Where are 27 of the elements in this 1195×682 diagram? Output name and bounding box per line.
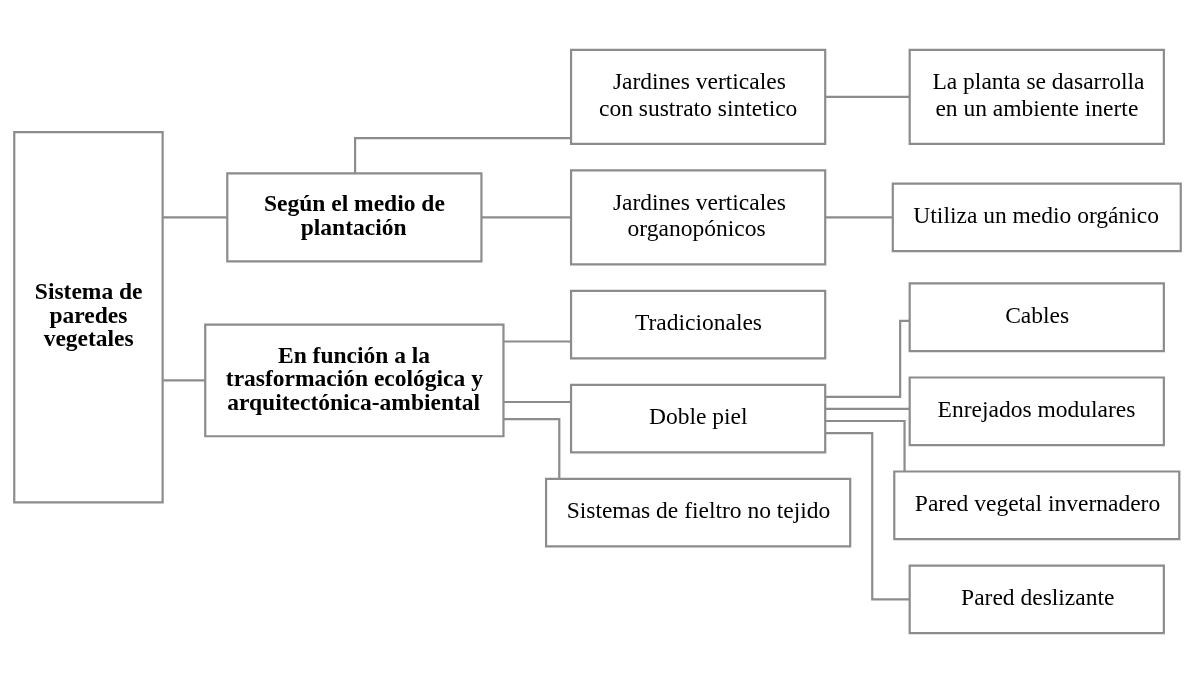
node-box: Pared vegetal invernadero: [893, 469, 1181, 540]
connector: [503, 417, 561, 478]
node-box: Enrejados modulares: [908, 375, 1165, 446]
node-box: Doble piel: [569, 383, 827, 454]
node-box: Según el medio de plantación: [226, 171, 483, 263]
node-box: La planta se dasarrolla en un ambiente inerte: [908, 48, 1165, 145]
connector: [163, 215, 227, 218]
node-box: Jardines verticales organopónicos: [569, 168, 827, 265]
node-box: Pared deslizante: [908, 563, 1165, 634]
connector: [825, 431, 910, 600]
node-box: Jardines verticales con sustrato sintetico: [569, 48, 827, 145]
node-box: Utiliza un medio orgánico: [891, 181, 1182, 252]
connector: [503, 339, 572, 343]
connector: [825, 319, 910, 398]
connector: [163, 378, 205, 382]
node-box: Sistema de paredes vegetales: [13, 130, 164, 503]
connector: [503, 400, 572, 403]
connector: [354, 136, 571, 173]
node-box: Cables: [908, 281, 1165, 352]
connector: [825, 419, 906, 471]
node-box: Tradicionales: [569, 289, 827, 359]
connector: [825, 95, 910, 98]
connector: [825, 407, 910, 410]
node-box: En función a la trasformación ecológica y arquitectónica-ambiental: [204, 323, 505, 437]
connector: [825, 215, 893, 218]
connector: [481, 215, 571, 218]
node-box: Sistemas de fieltro no tejido: [545, 477, 852, 548]
